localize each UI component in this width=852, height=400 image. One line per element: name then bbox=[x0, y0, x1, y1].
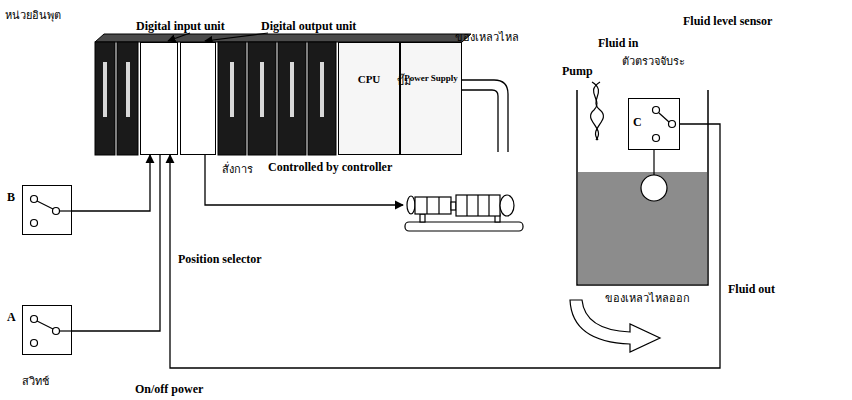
module-heading: Digital output unit bbox=[261, 19, 356, 34]
thai-label: ของเหลวไหลออก bbox=[605, 289, 690, 307]
motor-end bbox=[500, 195, 514, 216]
motor-rib bbox=[488, 195, 489, 216]
switch-symbol bbox=[31, 316, 73, 347]
part-label: Fluid out bbox=[728, 282, 775, 297]
tank bbox=[577, 82, 708, 285]
pivot bbox=[53, 328, 60, 335]
fluid-out-arrow bbox=[570, 300, 660, 352]
sensor-ground bbox=[629, 99, 679, 149]
lever bbox=[659, 113, 669, 122]
part-label: On/off power bbox=[135, 382, 203, 397]
float-rod bbox=[653, 150, 654, 175]
output-wire bbox=[205, 155, 403, 205]
pump-rib bbox=[438, 197, 439, 214]
motor-rib bbox=[466, 195, 467, 216]
thai-label: ตัวตรวจจับระ bbox=[622, 52, 685, 70]
thai-label: สั่งการ bbox=[222, 160, 253, 178]
part-label: Pump bbox=[562, 64, 593, 79]
pipe-wall bbox=[455, 80, 508, 152]
module-slot bbox=[290, 62, 294, 117]
pump-shaft bbox=[451, 202, 456, 210]
float-ball bbox=[641, 175, 667, 201]
pump-base bbox=[405, 222, 523, 231]
part-label: Fluid in bbox=[598, 36, 638, 51]
leader-arrow bbox=[205, 33, 268, 41]
black-module bbox=[218, 42, 246, 155]
contact bbox=[31, 196, 38, 203]
contact bbox=[31, 340, 38, 347]
rack-top bbox=[95, 34, 471, 42]
black-module bbox=[308, 42, 336, 155]
output-module: Digital output unit bbox=[180, 42, 216, 155]
level-sensor-box: C bbox=[628, 98, 680, 150]
tank-wall bbox=[577, 90, 708, 285]
module-slot bbox=[320, 62, 324, 117]
cpu-module: CPU bbox=[338, 42, 400, 155]
part-label: Controlled by controller bbox=[268, 160, 392, 175]
signal-wire bbox=[72, 155, 150, 211]
sensor-letter: C bbox=[633, 115, 642, 130]
module-slot bbox=[260, 62, 264, 117]
black-module bbox=[117, 42, 138, 155]
switch-box: A bbox=[22, 305, 72, 355]
heading-leaders bbox=[168, 33, 268, 41]
pump-leg bbox=[420, 214, 425, 222]
pump-flange bbox=[407, 196, 415, 214]
switch-lead bbox=[60, 330, 73, 331]
thai-label: สวิทช์ bbox=[22, 372, 49, 390]
signal-wire bbox=[72, 155, 160, 331]
thai-label: ปั๊ม bbox=[397, 72, 411, 90]
pivot bbox=[669, 121, 676, 128]
thai-label: ของเหลวไหล bbox=[455, 28, 519, 46]
pump-symbol bbox=[405, 195, 523, 231]
thai-label: หน่วยอินพุต bbox=[5, 6, 61, 24]
contact bbox=[31, 316, 38, 323]
module-name: CPU bbox=[358, 73, 381, 86]
black-module bbox=[248, 42, 276, 155]
signal-wire bbox=[170, 124, 720, 368]
pivot bbox=[53, 208, 60, 215]
sensor-switch-symbol bbox=[653, 107, 676, 142]
switch-symbol bbox=[31, 196, 73, 227]
curved-arrow bbox=[570, 300, 660, 352]
contact bbox=[653, 135, 660, 142]
module-name: Power Supply bbox=[404, 73, 458, 83]
pump-body bbox=[415, 197, 451, 214]
part-label: Fluid level sensor bbox=[683, 14, 772, 29]
black-module bbox=[95, 42, 115, 155]
lever bbox=[37, 201, 53, 209]
input-module: Digital input unit bbox=[140, 42, 178, 155]
leader-arrow bbox=[168, 33, 190, 41]
plc-rack bbox=[95, 34, 471, 155]
module-heading: Digital input unit bbox=[136, 19, 225, 34]
black-module bbox=[278, 42, 306, 155]
switch-lead bbox=[60, 210, 73, 211]
switch-letter: B bbox=[7, 190, 15, 205]
pump-motor bbox=[456, 195, 500, 216]
module-slot bbox=[126, 62, 130, 117]
module-slot bbox=[103, 62, 107, 117]
control-wire bbox=[205, 155, 403, 205]
motor-rib bbox=[477, 195, 478, 216]
pump-rib bbox=[426, 197, 427, 214]
switch-box: B bbox=[22, 185, 72, 235]
part-label: Position selector bbox=[178, 252, 262, 267]
fluid bbox=[578, 172, 707, 284]
switch-letter: A bbox=[7, 310, 16, 325]
lever bbox=[37, 321, 53, 329]
fluid-in-stream bbox=[591, 82, 600, 140]
power-supply-module: Power Supply bbox=[400, 42, 462, 155]
inlet-pipe bbox=[455, 80, 508, 152]
contact bbox=[653, 107, 660, 114]
module-slot bbox=[230, 62, 234, 117]
contact bbox=[31, 220, 38, 227]
